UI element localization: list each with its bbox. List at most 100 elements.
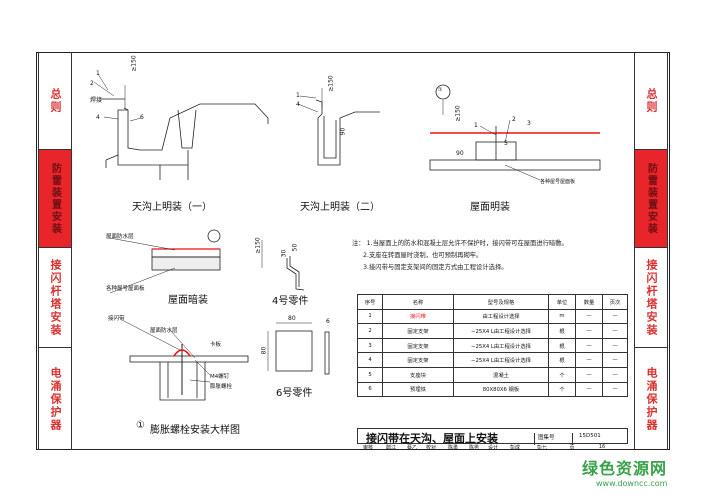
note-item-3: 3.接闪带与固定支架间的固定方式由工程设计选择。 — [363, 264, 508, 271]
dim-150-c: ≥150 — [454, 105, 462, 122]
m4-bolt-label: M4螺钉 — [210, 374, 230, 380]
cell: 根 — [548, 323, 576, 339]
designer-name: 彭成 — [509, 445, 520, 451]
tab-surge-label: 电涌保护器 — [49, 366, 62, 432]
header-qty: 数量 — [575, 294, 603, 310]
title-block: 接闪带在天沟、屋面上安装 图集号 15D501 — [357, 428, 628, 445]
watermark-brand: 绿色资源网 — [582, 459, 668, 478]
table-header-row: 序号 名称 型号及规格 单位 数量 页次 — [357, 294, 628, 310]
dim-90: 90 — [339, 127, 347, 136]
cell: 由工程设计选择 — [453, 308, 549, 325]
tab-tower-label: 接闪杆塔安装 — [49, 258, 62, 337]
header-unit: 单位 — [548, 294, 576, 310]
part4-drawing — [261, 240, 305, 291]
cell: 预埋铁 — [382, 381, 454, 398]
gutter-drawing-1 — [93, 73, 269, 180]
notes-block: 注： 1.当屋面上的防水和混凝土层允许不保护时，接闪带可在屋面进行暗敷。 2.支… — [352, 238, 568, 274]
table-row: 5 支座块 混凝土 个 — — — [357, 366, 628, 383]
designer-signature: 彭七 — [536, 445, 547, 451]
cell: 2 — [357, 323, 383, 339]
tab-general-label: 总则 — [49, 87, 62, 114]
tab-lightning-device-label: 防雷装置安装 — [49, 162, 61, 235]
roof-surface-drawing — [429, 84, 601, 181]
bolt-detail-drawing — [121, 319, 249, 401]
materials-table: 序号 名称 型号及规格 单位 数量 页次 1 接闪带 由工程设计选择 m — —… — [357, 294, 628, 398]
signature-row: 审核 醋江 蔡乙 校对 陈勇 陈男 设计 彭成 彭七 页 16 — [357, 444, 628, 452]
page-label: 页 — [569, 445, 575, 451]
roof-board-label: 各种屋号屋面板 — [540, 179, 576, 185]
cell: — — [575, 308, 603, 325]
cell: — — [575, 381, 603, 398]
cell: — — [602, 308, 628, 325]
cell: — — [602, 352, 628, 368]
dim-150-b: ≥150 — [327, 75, 335, 92]
drawing-title: 接闪带在天沟、屋面上安装 — [366, 432, 498, 445]
cell: 接闪带 — [382, 308, 454, 325]
drawing-number-4: 4 — [96, 114, 100, 121]
card-board-label: 卡板 — [210, 342, 222, 348]
cell: −25X4 L由工程设计选择 — [453, 352, 549, 368]
drawing-number-4b: 4 — [296, 101, 300, 108]
tab-lightning-device[interactable]: 防雷装置安装 — [39, 150, 71, 248]
table-row: 3 固定支架 −25X4 L由工程设计选择 根 — — — [357, 337, 628, 354]
drawing-number-2c: 2 — [512, 116, 516, 123]
cell: −25X4 L由工程设计选择 — [453, 337, 549, 354]
right-side-tabs: 总则 防雷装置安装 接闪杆塔安装 电涌保护器 — [634, 52, 668, 450]
tab-tower-right-label: 接闪杆塔安装 — [645, 258, 658, 337]
drawing-number-1: 1 — [96, 70, 100, 77]
bolt-caption: 膨胀螺栓安装大样图 — [150, 425, 240, 436]
checker-signature: 陈男 — [468, 445, 479, 451]
dim-30: 30 — [280, 249, 288, 258]
cell: — — [575, 366, 603, 383]
cell: 6 — [357, 381, 383, 398]
tab-surge[interactable]: 电涌保护器 — [39, 348, 71, 450]
part6-caption: 6号零件 — [276, 388, 313, 399]
notes-title: 注： — [352, 240, 365, 247]
cell: — — [602, 323, 628, 339]
atlas-number: 15D501 — [572, 433, 601, 445]
reviewer-signature: 蔡乙 — [406, 445, 417, 451]
tab-surge-right[interactable]: 电涌保护器 — [635, 348, 667, 450]
bolt-index: ① — [136, 420, 145, 431]
bolt-waterproof-label: 屋面防水层 — [150, 328, 178, 334]
cell: 固定支架 — [382, 323, 454, 339]
dim-150-d: ≥150 — [254, 237, 262, 254]
designer-label: 设计 — [487, 445, 498, 451]
cell: −25X4 L由工程设计选择 — [453, 323, 549, 339]
drawing-number-6: 6 — [140, 114, 144, 121]
note-item-2: 2.支座在转面屋时浇制，也可预制再砌牢。 — [363, 252, 483, 259]
cell: 支座块 — [382, 366, 454, 383]
roof-concealed-drawing — [109, 229, 221, 294]
drawing-number-1c: 1 — [474, 122, 478, 129]
tab-tower[interactable]: 接闪杆塔安装 — [39, 248, 71, 348]
left-side-tabs: 总则 防雷装置安装 接闪杆塔安装 电涌保护器 — [38, 52, 72, 450]
watermark-url: www.downcc.com — [596, 479, 668, 488]
gutter-drawing-2 — [297, 88, 380, 166]
roof-waterproof-label: 屋面防水层 — [106, 234, 134, 240]
tab-general[interactable]: 总则 — [39, 52, 71, 150]
drawing-number-3c: 3 — [527, 120, 531, 127]
cell: 根 — [548, 352, 576, 368]
part6-drawing — [267, 322, 330, 375]
tab-general-right-label: 总则 — [645, 87, 658, 114]
cell: m — [548, 308, 576, 325]
header-index: 序号 — [357, 294, 383, 310]
gutter1-caption: 天沟上明装（一） — [132, 202, 212, 213]
dim-50: 50 — [291, 243, 299, 252]
header-page: 页次 — [602, 294, 628, 310]
header-name: 名称 — [382, 294, 454, 310]
roof-surface-caption: 屋面明装 — [470, 202, 510, 213]
cell: 3 — [357, 337, 383, 354]
tab-tower-right[interactable]: 接闪杆塔安装 — [635, 248, 667, 348]
welding-label: 焊接 — [90, 97, 103, 104]
tab-general-right[interactable]: 总则 — [635, 52, 667, 150]
cell: — — [575, 352, 603, 368]
detail-index: ① — [438, 87, 443, 93]
cell: 混凝土 — [453, 366, 549, 383]
drawing-frame — [36, 52, 670, 450]
dim-90-c: 90 — [456, 150, 464, 157]
dim-6: 6 — [326, 318, 330, 325]
tab-lightning-device-right[interactable]: 防雷装置安装 — [635, 150, 667, 248]
gutter2-caption: 天沟上明装（二） — [300, 202, 380, 213]
